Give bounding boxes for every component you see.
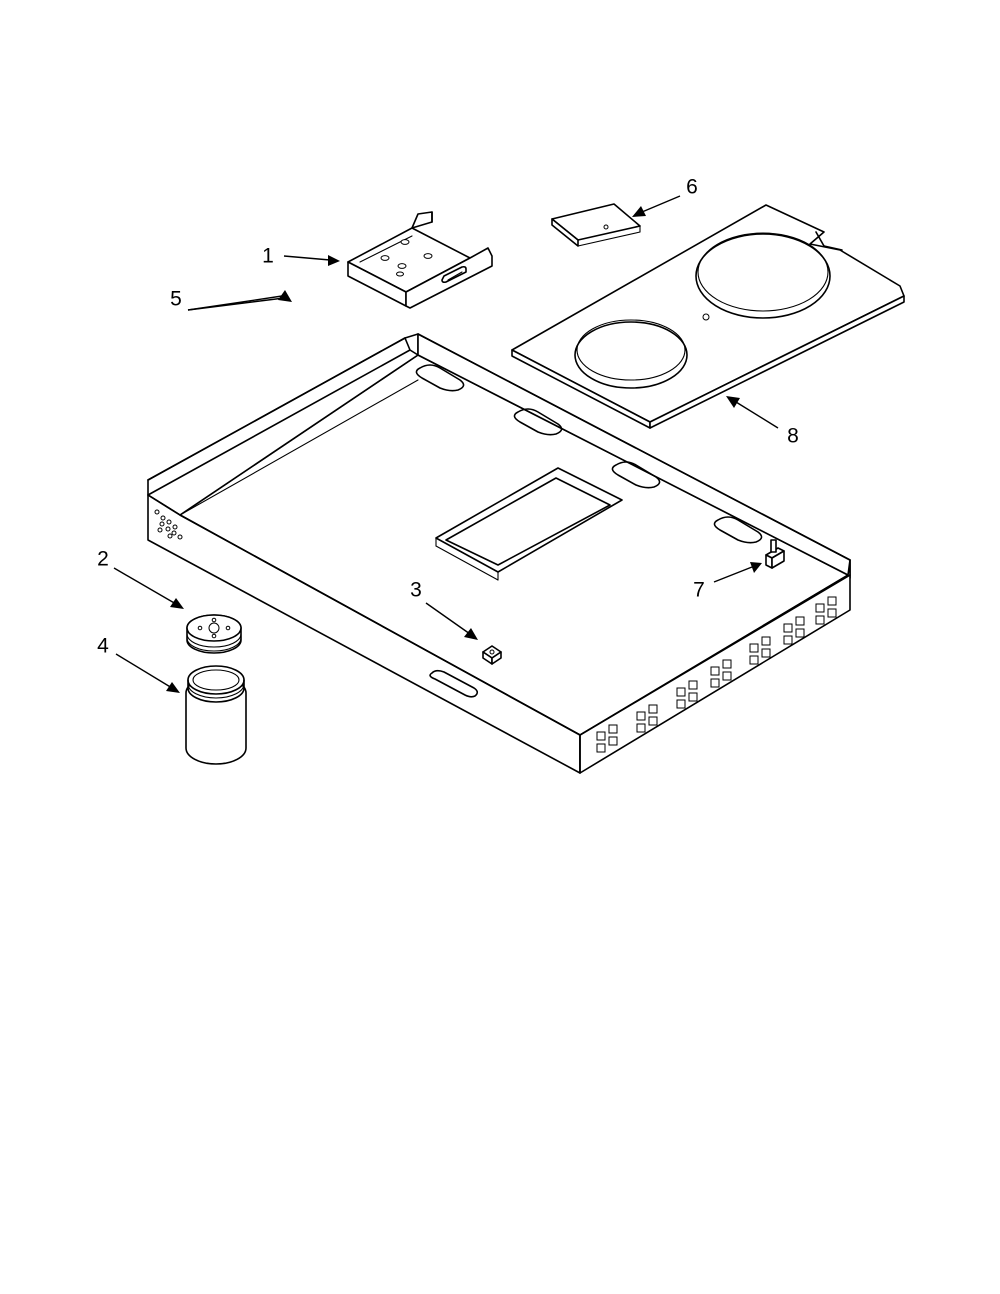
callout-2: 2 xyxy=(97,548,109,571)
callout-3: 3 xyxy=(410,579,422,602)
callout-7: 7 xyxy=(693,579,705,602)
part-3-nut xyxy=(482,645,502,665)
front-vents xyxy=(596,596,837,753)
callout-1: 1 xyxy=(262,245,274,268)
callout-4: 4 xyxy=(97,635,109,658)
part-6-plate xyxy=(551,203,641,247)
leader-lines xyxy=(113,195,779,693)
part-4-cup xyxy=(185,665,247,765)
part-5-base-tray xyxy=(147,333,851,774)
part-2-cap xyxy=(186,614,242,654)
callout-labels: 1 2 3 4 5 6 7 8 xyxy=(97,176,799,658)
callout-6: 6 xyxy=(686,176,698,199)
callout-8: 8 xyxy=(787,425,799,448)
wall-slots xyxy=(415,364,763,698)
callout-5: 5 xyxy=(170,288,182,311)
floor-frame xyxy=(435,467,623,581)
part-8-top-panel xyxy=(511,204,905,429)
part-1-bracket xyxy=(347,211,493,309)
part-7-clip xyxy=(765,539,785,569)
left-perforations xyxy=(154,509,183,540)
